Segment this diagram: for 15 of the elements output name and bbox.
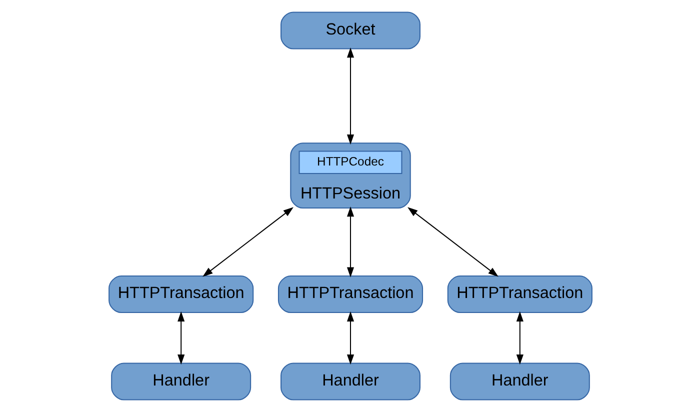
- node-box: Handler: [449, 362, 590, 400]
- node-box: HTTPCodec: [298, 150, 402, 174]
- arrow: [177, 311, 184, 365]
- arrow: [346, 47, 354, 145]
- node-box: Socket: [280, 12, 420, 50]
- node-box: HTTPTransaction: [277, 276, 423, 314]
- arrow: [516, 311, 523, 365]
- arrow: [202, 207, 293, 277]
- arrow: [407, 207, 498, 277]
- node-box: HTTPTransaction: [108, 276, 254, 314]
- arrow: [346, 206, 354, 278]
- arrow: [346, 311, 354, 365]
- node-box: Handler: [110, 362, 251, 400]
- node-box: HTTPTransaction: [446, 276, 592, 314]
- node-box: Handler: [280, 362, 420, 400]
